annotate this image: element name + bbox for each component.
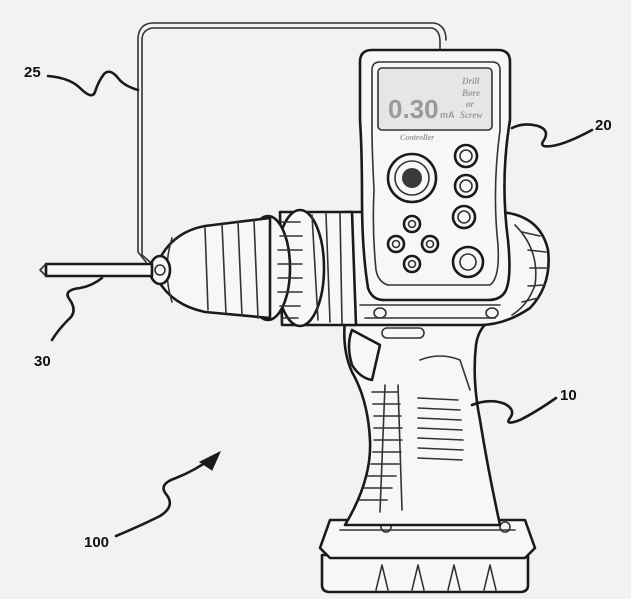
controller-unit: 0.30 mA Drill Bore or Screw Controller: [358, 48, 512, 302]
ref-label-controller: 20: [595, 117, 612, 134]
chuck: [148, 216, 272, 320]
lcd-unit: mA: [440, 110, 455, 120]
leader-lines: [46, 70, 594, 538]
vent-slots: [417, 397, 464, 461]
lcd-side-text-2: Bore: [461, 88, 480, 98]
lcd-screen: [377, 67, 493, 131]
grip-ribs: [358, 384, 403, 513]
lcd-reading: 0.30: [388, 94, 439, 124]
right-buttons: [451, 143, 485, 279]
cable-wire: [141, 27, 441, 263]
battery-feet: [375, 564, 497, 591]
direction-pad: [386, 214, 440, 274]
torque-collar: [244, 208, 358, 328]
lcd-side-text-3: or: [466, 99, 475, 109]
ref-label-probe: 30: [34, 353, 51, 370]
cable-wire-inner: [137, 22, 447, 263]
controller-brand: Controller: [400, 133, 435, 142]
arrow-head-icon: [199, 450, 222, 471]
probe-bit: [39, 262, 154, 278]
ref-label-tool: 100: [84, 534, 109, 551]
ref-label-handle: 10: [560, 387, 577, 404]
rotary-dial-icon: [386, 152, 438, 204]
handle-grip: [343, 318, 502, 527]
lcd-side-text-1: Drill: [461, 76, 480, 86]
trigger: [347, 328, 382, 382]
ref-label-cable: 25: [24, 64, 41, 81]
lcd-side-text-4: Screw: [460, 110, 483, 120]
battery-pack: [318, 518, 537, 594]
